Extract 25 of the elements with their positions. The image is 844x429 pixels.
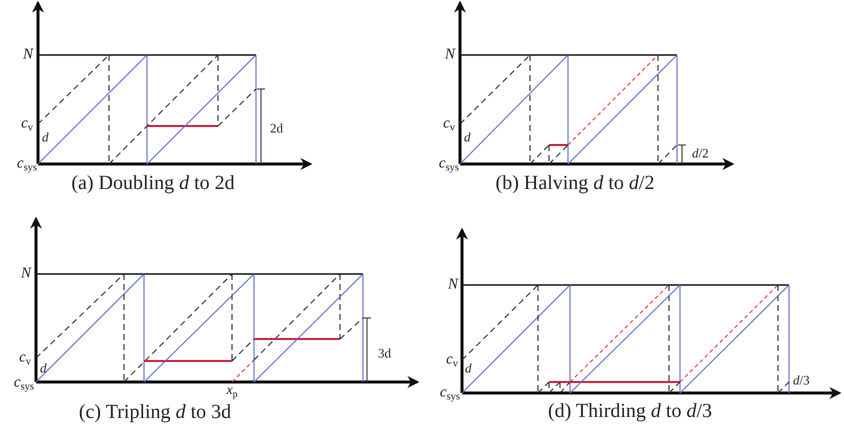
dimension-label: 2d <box>270 122 283 134</box>
axis-label: c$_{sys}$ <box>16 156 37 172</box>
axis-label: c$_{v}$ <box>19 350 31 366</box>
axis-label: c$_{sys}$ <box>438 156 459 172</box>
axis-label: c$_{v}$ <box>446 352 458 368</box>
dimension-label: 3d <box>378 346 391 360</box>
figure-caption: (c) Tripling d to 3d <box>78 402 232 422</box>
point-label: x$_{p}$ <box>226 384 238 398</box>
axis-label: c$_{sys}$ <box>440 386 460 400</box>
variable-label: d <box>464 130 470 144</box>
figure-caption: (d) Thirding d to d/3 <box>548 401 712 421</box>
axis-label: c$_{v}$ <box>443 116 455 132</box>
dimension-label: d/3 <box>793 374 810 386</box>
variable-label: d <box>465 362 472 374</box>
figure-caption: (b) Halving d to d/2 <box>496 173 654 193</box>
axis-label: N <box>448 278 458 292</box>
axis-label: N <box>22 48 33 62</box>
axis-label: c$_{v}$ <box>21 116 33 132</box>
variable-label: d <box>42 130 48 144</box>
axis-label: c$_{sys}$ <box>14 376 34 390</box>
variable-label: d <box>40 362 46 374</box>
dimension-label: d/2 <box>692 146 709 160</box>
axis-label: N <box>20 266 31 282</box>
axis-label: N <box>444 48 455 62</box>
figure-caption: (a) Doubling d to 2d <box>71 173 235 193</box>
